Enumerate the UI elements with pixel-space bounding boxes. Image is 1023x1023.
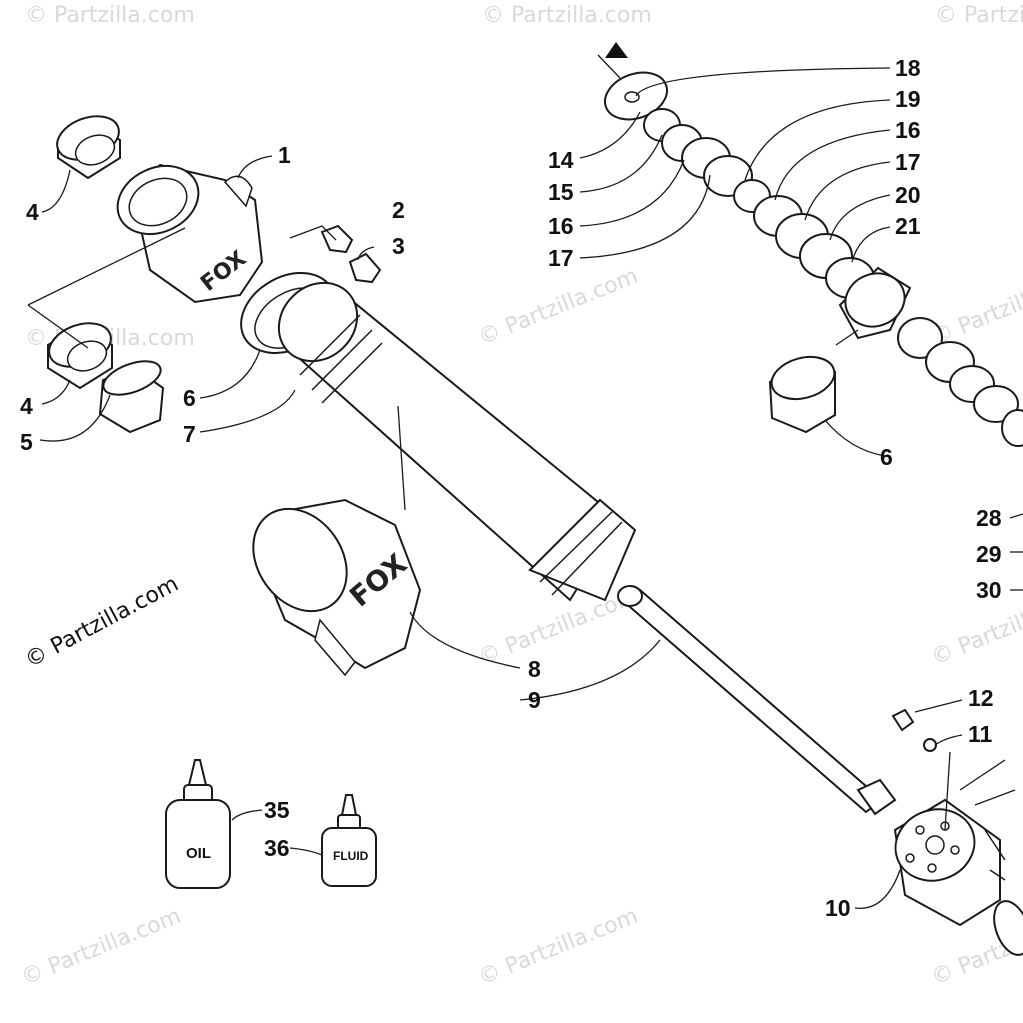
bushing-upper [56,115,121,180]
check-ball-parts [891,708,937,752]
callout-11: 11 [968,721,993,747]
callout-8: 8 [528,656,541,682]
callout-4-lower: 4 [20,393,33,419]
watermark: © Partzilla.com [935,3,1023,28]
callout-6-right: 6 [880,444,893,470]
callout-15: 15 [548,179,574,205]
callout-19: 19 [895,86,921,112]
shock-shaft [617,585,897,816]
callout-7: 7 [183,421,196,447]
shock-eyelet: FOX [116,163,264,304]
callout-labels: 1 2 3 4 4 5 6 7 8 9 10 11 12 14 15 16 17… [20,55,1002,921]
callout-35: 35 [264,797,290,823]
callout-4-upper: 4 [26,199,39,225]
callout-16-right: 16 [895,117,921,143]
arrow-indicator [605,42,628,58]
callout-17-right: 17 [895,149,921,175]
watermark: © Partzilla.com [18,904,185,991]
callout-29: 29 [976,541,1002,567]
piston-assembly [893,798,1023,956]
callout-1: 1 [278,142,291,168]
callout-6-left: 6 [183,385,196,411]
oil-label: OIL [186,845,211,862]
callout-16-left: 16 [548,213,574,239]
callout-2: 2 [392,197,405,223]
callout-17-left: 17 [548,245,574,271]
callout-30: 30 [976,577,1002,603]
copyright-text: © Partzilla.com [21,572,183,674]
callout-28: 28 [976,505,1002,531]
fluid-bottle: FLUID [321,794,377,887]
callout-10: 10 [825,895,851,921]
callout-12: 12 [968,685,994,711]
callout-21: 21 [895,213,921,239]
oil-bottle: OIL [165,759,231,889]
fluid-label: FLUID [333,849,369,863]
shock-body [240,272,637,602]
shim-stack [604,42,1023,447]
valve-fittings [320,224,382,284]
callout-14: 14 [548,147,574,173]
leader-lines [27,54,1023,909]
callout-36: 36 [264,835,290,861]
watermark: © Partzilla.com [475,264,642,351]
callout-20: 20 [895,182,921,208]
watermark: © Partzilla.com [482,3,652,28]
watermark: © Partzilla.com [25,3,195,28]
watermark: © Partzilla.com [475,904,642,991]
callout-5: 5 [20,429,33,455]
bushing-lower [47,322,113,390]
callout-18: 18 [895,55,921,81]
callout-3: 3 [392,233,405,259]
reservoir-sleeve: FOX [252,498,422,677]
watermark: © Partzilla.com [475,584,642,671]
callout-9: 9 [528,687,541,713]
